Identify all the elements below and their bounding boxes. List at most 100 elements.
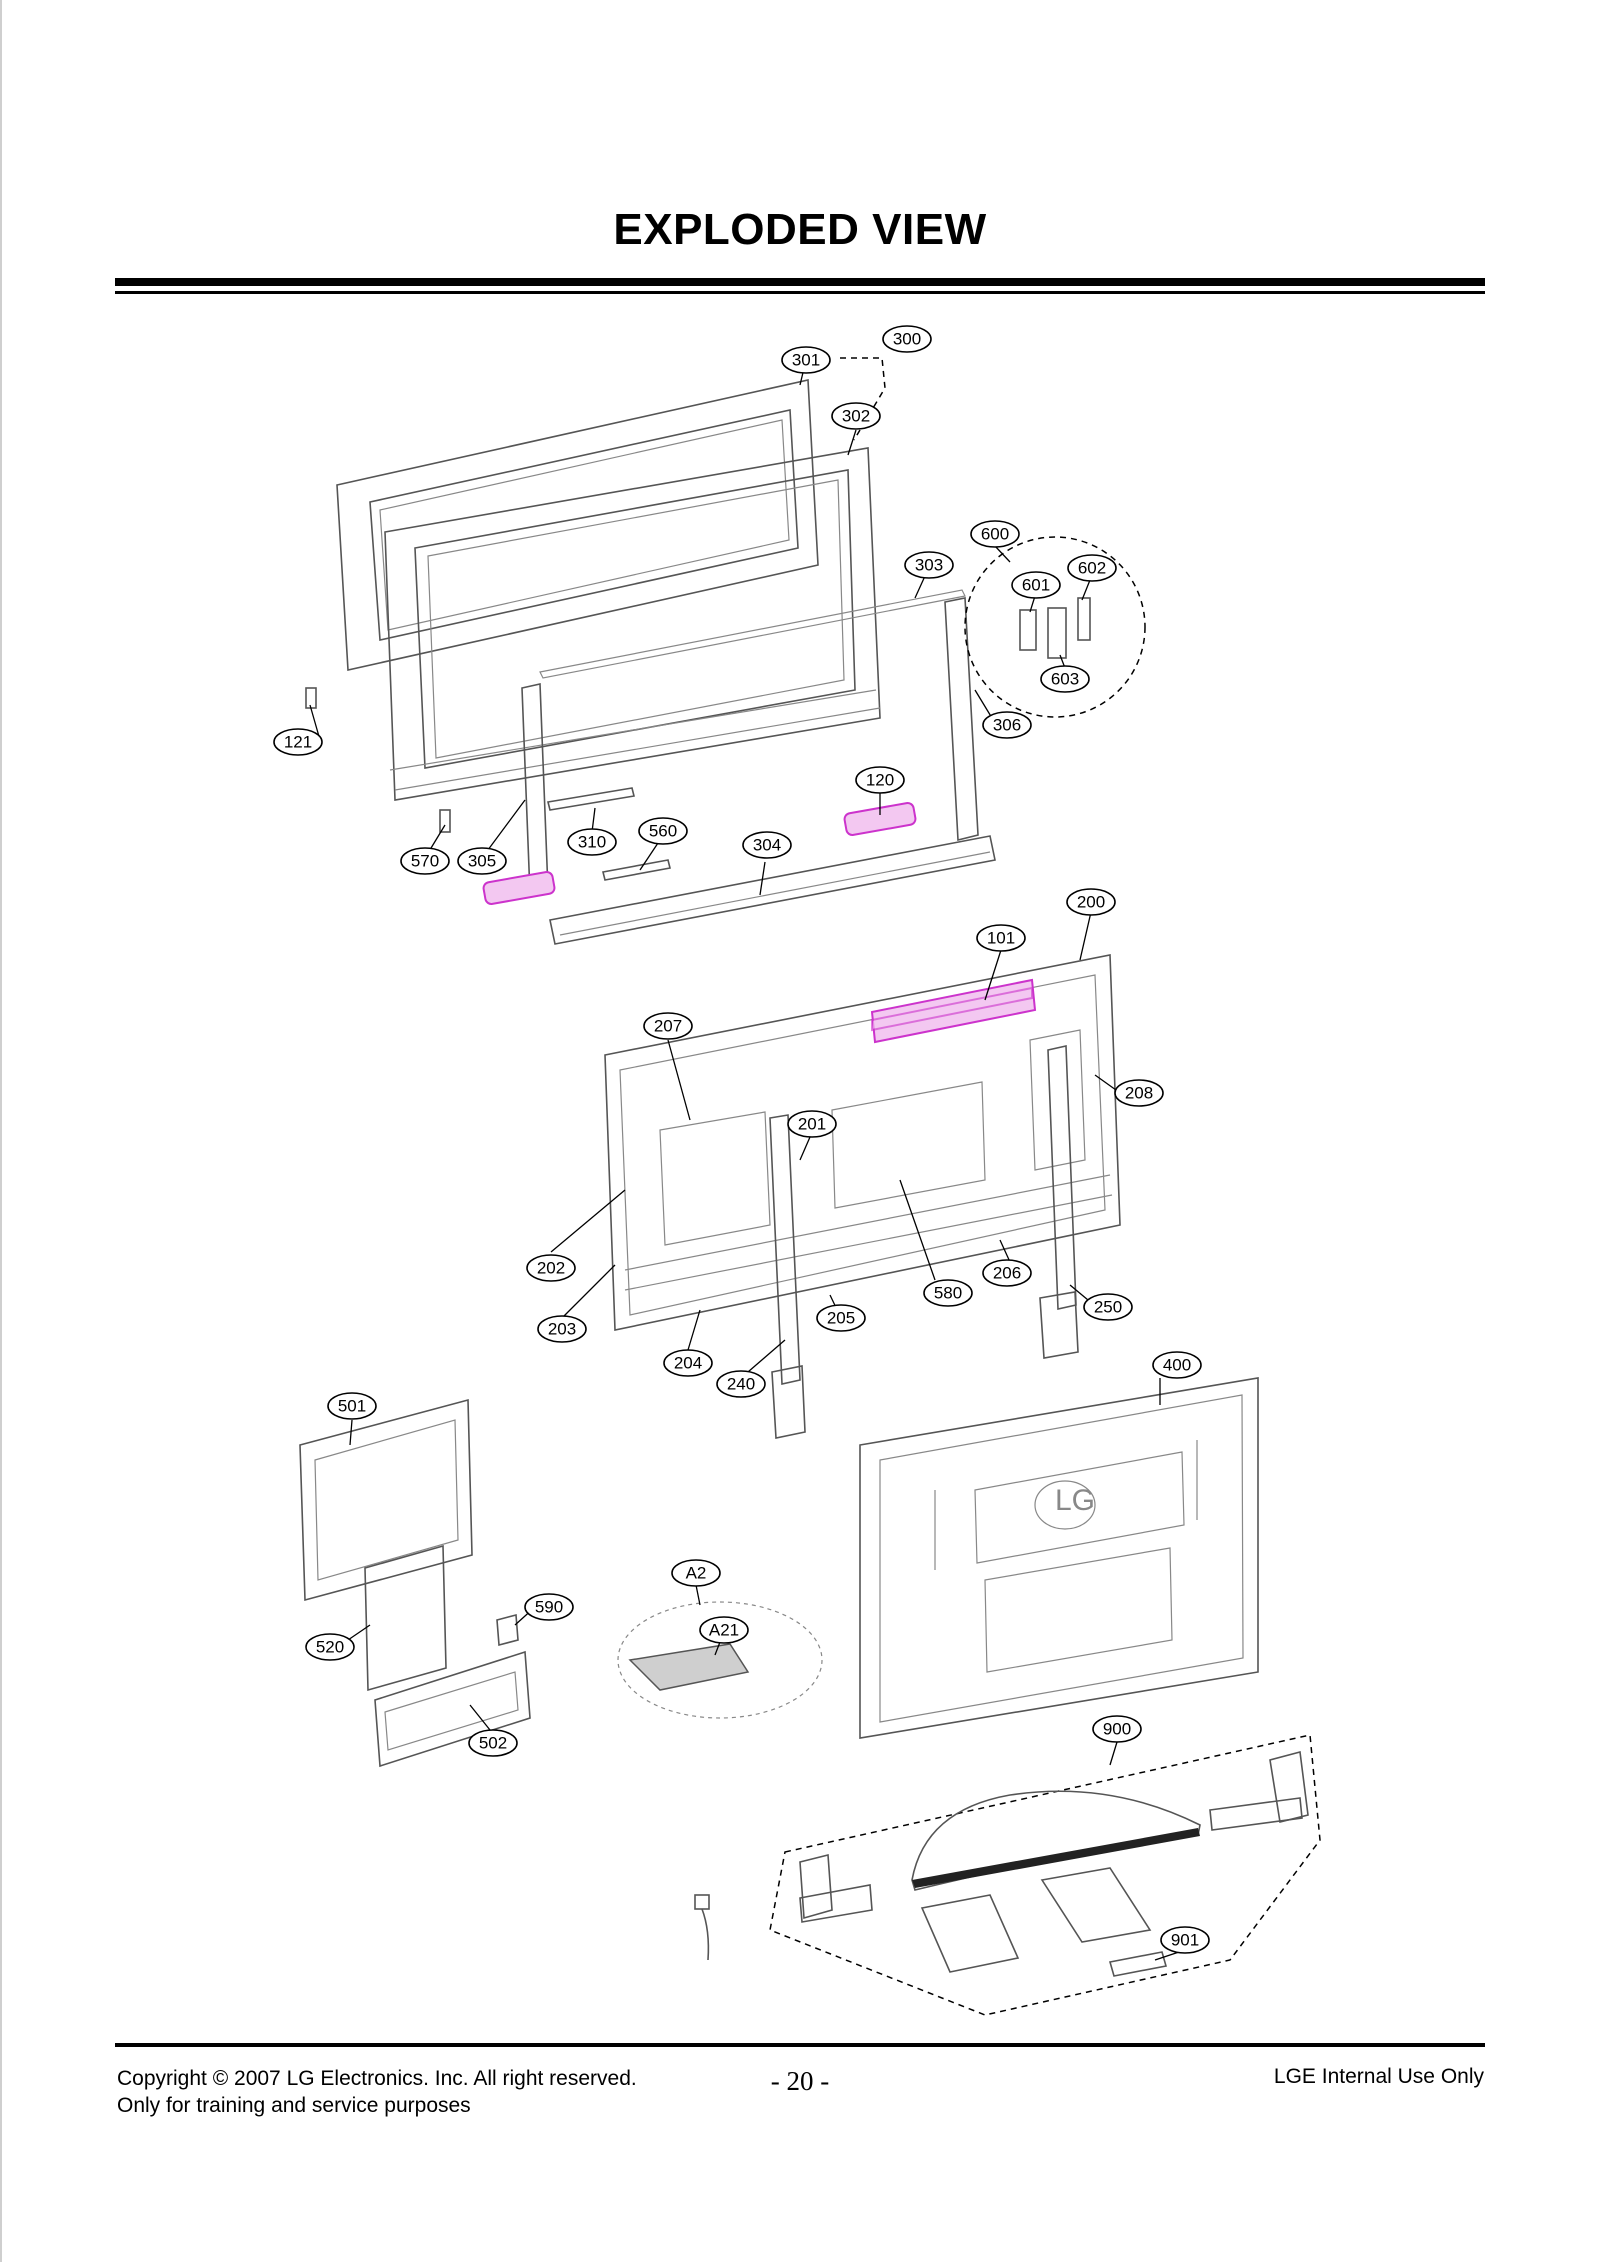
svg-text:900: 900 [1103, 1720, 1131, 1739]
callout-900: 900 [1092, 1715, 1142, 1743]
part-590 [496, 1613, 519, 1647]
page-number: - 20 - [770, 2066, 830, 2096]
front-frame-302 [384, 447, 881, 801]
svg-text:208: 208 [1125, 1084, 1153, 1103]
svg-text:601: 601 [1022, 576, 1050, 595]
header-rule-thin [115, 291, 1485, 294]
remote-group-A2 [617, 1601, 823, 1719]
svg-text:121: 121 [284, 733, 312, 752]
callout-200: 200 [1066, 888, 1116, 916]
stand-bracket-250 [1039, 1045, 1079, 1359]
callout-208: 208 [1114, 1079, 1164, 1107]
svg-text:A21: A21 [709, 1621, 739, 1640]
callout-306: 306 [982, 711, 1032, 739]
svg-text:602: 602 [1078, 559, 1106, 578]
svg-text:501: 501 [338, 1397, 366, 1416]
callout-520: 520 [305, 1633, 355, 1661]
callout-A21: A21 [699, 1616, 749, 1644]
front-bezel-301 [336, 379, 819, 671]
svg-text:901: 901 [1171, 1931, 1199, 1950]
svg-text:302: 302 [842, 407, 870, 426]
highlight-part-101 [870, 978, 1037, 1044]
svg-text:301: 301 [792, 351, 820, 370]
speaker-bracket-120-left [482, 871, 556, 905]
svg-text:560: 560 [649, 822, 677, 841]
callout-203: 203 [537, 1315, 587, 1343]
callout-302: 302 [831, 402, 881, 430]
svg-text:200: 200 [1077, 893, 1105, 912]
svg-text:306: 306 [993, 716, 1021, 735]
small-part-121 [305, 687, 317, 709]
header-rule-thick [115, 278, 1485, 286]
bottom-bracket-304 [549, 835, 996, 945]
strip-560 [602, 859, 671, 881]
glass-303 [539, 589, 966, 679]
callout-120: 120 [855, 766, 905, 794]
callout-602: 602 [1067, 554, 1117, 582]
callout-204: 204 [663, 1349, 713, 1377]
callout-901: 901 [1160, 1926, 1210, 1954]
callout-303: 303 [904, 551, 954, 579]
svg-text:603: 603 [1051, 670, 1079, 689]
svg-text:305: 305 [468, 852, 496, 871]
svg-text:201: 201 [798, 1115, 826, 1134]
svg-text:300: 300 [893, 330, 921, 349]
svg-text:120: 120 [866, 771, 894, 790]
stand-bracket-240 [769, 1114, 806, 1439]
back-cover-400: LG [859, 1377, 1259, 1739]
callout-601: 601 [1011, 571, 1061, 599]
callout-580: 580 [923, 1279, 973, 1307]
control-board-group-600 [964, 536, 1146, 718]
callout-201: 201 [787, 1110, 837, 1138]
svg-text:A2: A2 [686, 1564, 707, 1583]
callout-603: 603 [1040, 665, 1090, 693]
page-title: EXPLODED VIEW [613, 205, 987, 254]
footer-purpose: Only for training and service purposes [117, 2094, 471, 2117]
callout-A2: A2 [671, 1559, 721, 1587]
power-cord [694, 1894, 710, 1961]
svg-text:240: 240 [727, 1375, 755, 1394]
footer-internal-use: LGE Internal Use Only [1273, 2065, 1484, 2088]
svg-text:250: 250 [1094, 1298, 1122, 1317]
bar-310 [547, 787, 635, 811]
svg-text:310: 310 [578, 833, 606, 852]
callout-305: 305 [457, 847, 507, 875]
callout-501: 501 [327, 1392, 377, 1420]
callout-301: 301 [781, 346, 831, 374]
board-520 [364, 1544, 447, 1692]
stand-group-900 [769, 1734, 1321, 2016]
callout-205: 205 [816, 1304, 866, 1332]
svg-text:204: 204 [674, 1354, 702, 1373]
svg-text:590: 590 [535, 1598, 563, 1617]
small-part-570 [439, 809, 451, 833]
footer-copyright: Copyright © 2007 LG Electronics. Inc. Al… [117, 2067, 637, 2090]
callout-202: 202 [526, 1254, 576, 1282]
svg-text:206: 206 [993, 1264, 1021, 1283]
svg-text:304: 304 [753, 836, 781, 855]
svg-text:202: 202 [537, 1259, 565, 1278]
callout-600: 600 [970, 520, 1020, 548]
callout-502: 502 [468, 1729, 518, 1757]
svg-text:400: 400 [1163, 1356, 1191, 1375]
callout-304: 304 [742, 831, 792, 859]
callout-121: 121 [273, 728, 323, 756]
svg-text:101: 101 [987, 929, 1015, 948]
side-bracket-305 [521, 683, 549, 895]
board-501 [299, 1398, 473, 1602]
svg-text:502: 502 [479, 1734, 507, 1753]
footer-rule [115, 2043, 1485, 2047]
lg-logo: LG [1055, 1484, 1095, 1517]
footer-left: Copyright © 2007 LG Electronics. Inc. Al… [117, 2065, 637, 2119]
svg-text:205: 205 [827, 1309, 855, 1328]
svg-text:570: 570 [411, 852, 439, 871]
callout-207: 207 [643, 1012, 693, 1040]
callout-300: 300 [882, 325, 932, 353]
leader-lines [309, 359, 1186, 1961]
callout-560: 560 [638, 817, 688, 845]
callout-240: 240 [716, 1370, 766, 1398]
svg-text:203: 203 [548, 1320, 576, 1339]
callout-590: 590 [524, 1593, 574, 1621]
callout-310: 310 [567, 828, 617, 856]
